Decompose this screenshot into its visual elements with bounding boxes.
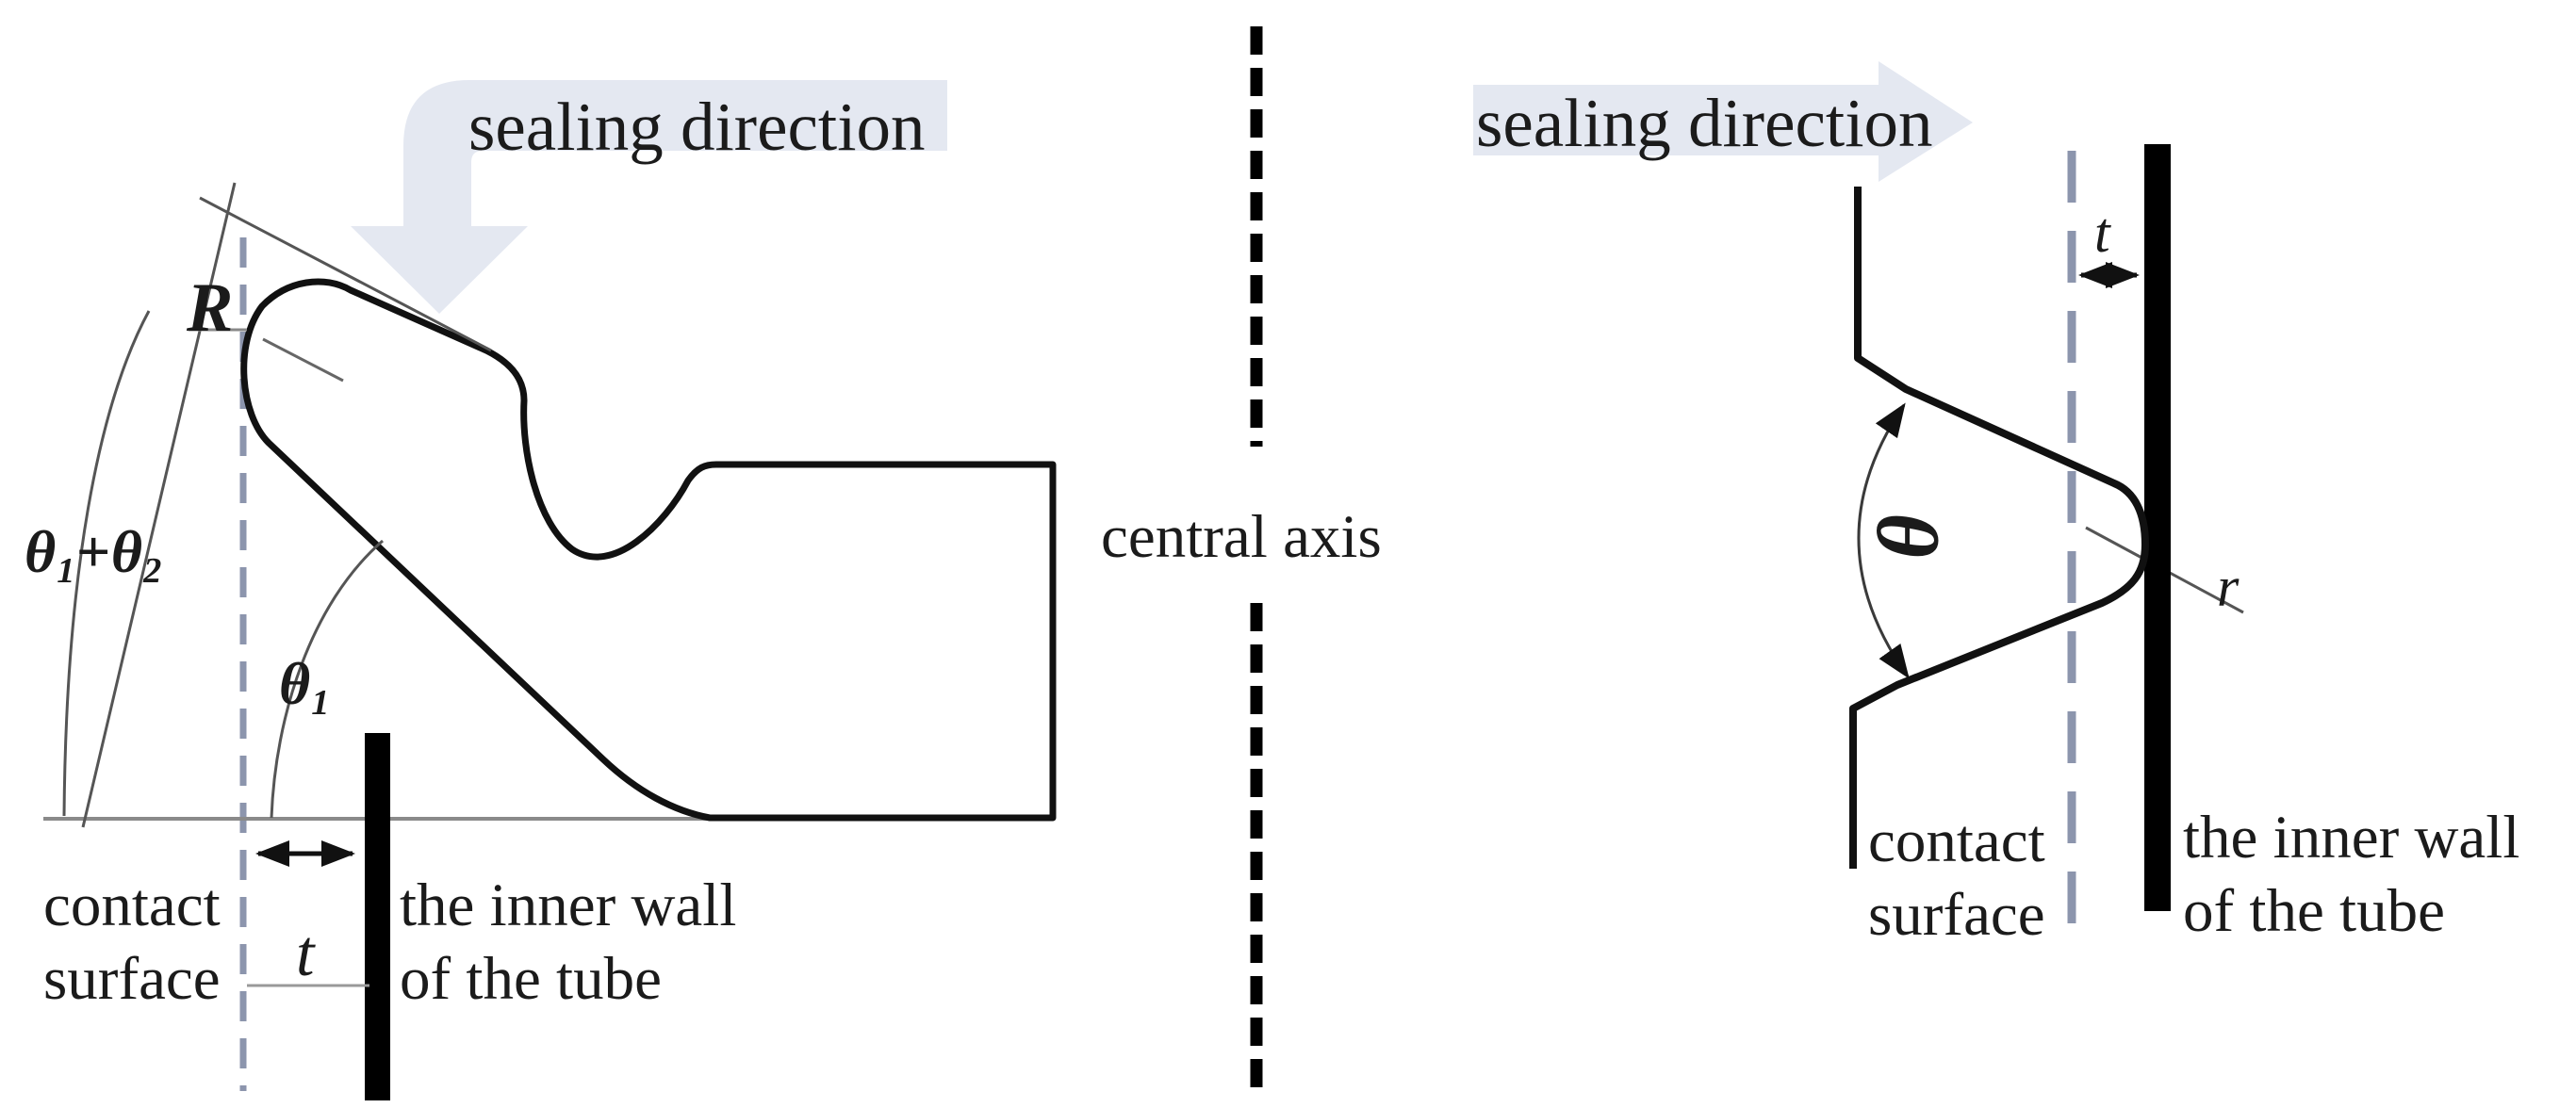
thickness-t-label-left: t [296,918,315,990]
wall-line1-left: the inner wall [400,872,737,939]
wall-line1-right: the inner wall [2183,804,2520,872]
central-axis-label: central axis [1101,503,1382,571]
theta1-base: θ [279,650,312,717]
angle-sum-sub1: 1 [57,550,76,591]
wall-line2-right: of the tube [2183,877,2445,945]
angle-arc-theta1 [270,539,384,819]
angle-vertex-line-left [81,182,237,828]
contact-line1-right: contact [1868,807,2045,875]
tip-radius-r-label: r [2217,556,2240,618]
radius-R-label: R [187,269,234,347]
angle-sum-label: θ1+θ2 [25,516,162,593]
angle-arc-theta1-plus-theta2 [62,310,151,817]
radius-R-leader [262,337,344,383]
contact-line2-left: surface [43,945,221,1013]
inner-wall-right [2144,144,2171,911]
angle-vertex-line-right [199,196,492,352]
angle-arc-theta-right [1857,402,1910,679]
thickness-t-label-right: t [2094,202,2110,264]
angle-sum-theta1: θ [25,518,57,585]
seal-profile-left [240,278,1057,822]
sealing-direction-label-left: sealing direction [468,89,926,165]
contact-line2-right: surface [1868,881,2045,949]
angle-sum-plus-theta2: +θ [75,518,144,585]
sealing-direction-label-right: sealing direction [1476,85,1933,161]
angle-theta-label-right: θ [1859,513,1956,558]
sealing-direction-arrow-right [1473,61,1973,182]
seal-profile-right [1849,187,2149,869]
inner-wall-left [365,733,390,1100]
sealing-direction-arrow-left [351,80,947,314]
angle-theta1-label: θ1 [279,648,330,725]
angle-sum-sub2: 2 [143,550,163,591]
theta1-sub: 1 [311,682,331,723]
wall-line2-left: of the tube [400,945,662,1013]
contact-line1-left: contact [43,872,221,939]
